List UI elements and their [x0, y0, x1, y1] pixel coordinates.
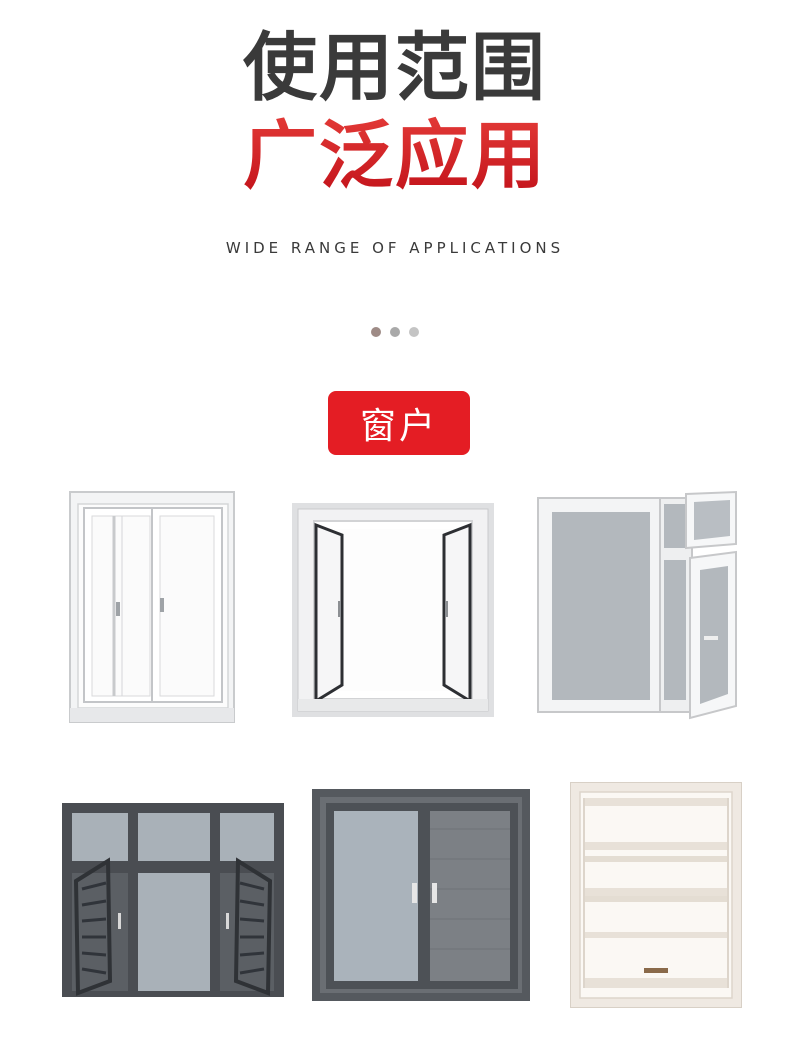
- sash-window-icon: [570, 782, 742, 1008]
- dot-2: [390, 327, 400, 337]
- decorative-dots: [0, 327, 790, 337]
- tilt-turn-window-icon: [536, 490, 740, 722]
- english-title: WIDE RANGE OF APPLICATIONS: [225, 239, 565, 257]
- category-badge: 窗户: [328, 391, 470, 455]
- page-title: 使用范围: [243, 25, 547, 111]
- page-subtitle: 广泛应用: [0, 114, 790, 198]
- sliding-window-icon: [68, 490, 236, 724]
- sliding-window-with-screen-icon: [312, 789, 530, 1001]
- grey-casement-window-icon: [62, 803, 284, 997]
- casement-window-open-icon: [292, 503, 494, 717]
- dot-1: [371, 327, 381, 337]
- dot-3: [409, 327, 419, 337]
